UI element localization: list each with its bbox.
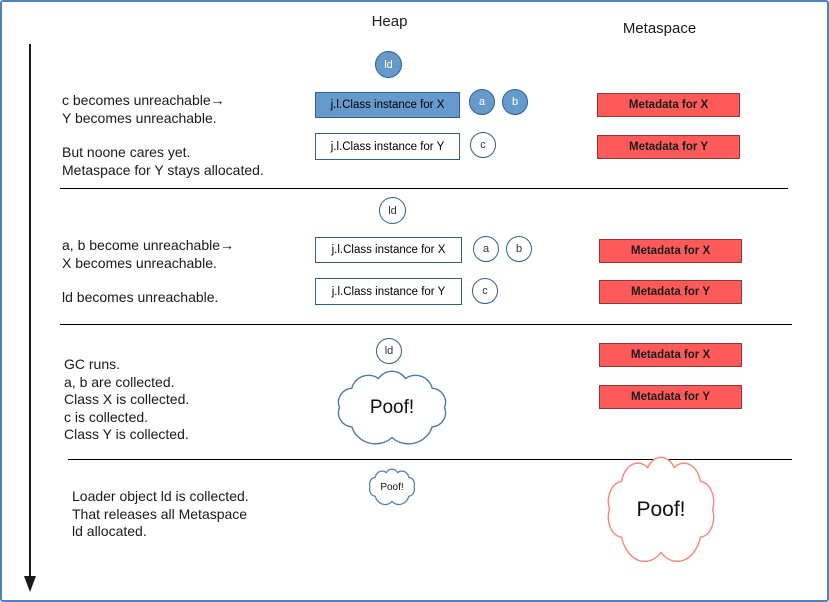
text-line: Metaspace for Y stays allocated. — [62, 161, 264, 178]
row1-ref-b-circle: b — [502, 89, 528, 115]
section-divider-2 — [60, 324, 792, 325]
heap-small-poof-cloud: Poof! — [366, 468, 418, 506]
section-divider-1 — [60, 188, 788, 189]
text-line: Class Y is collected. — [64, 426, 189, 442]
row2-ref-c-circle: c — [472, 278, 498, 304]
row2-metadata-x-box: Metadata for X — [599, 239, 742, 263]
heap-poof-cloud: Poof! — [330, 369, 454, 447]
heap-column-header: Heap — [371, 13, 408, 30]
row3-text-block: GC runs. a, b are collected. Class X is … — [64, 356, 189, 444]
row2-metadata-y-box: Metadata for Y — [599, 280, 742, 304]
poof-label: Poof! — [380, 481, 404, 493]
row1-metadata-x-box: Metadata for X — [597, 93, 740, 117]
cloud-icon — [330, 369, 454, 447]
cloud-icon — [366, 468, 418, 506]
text-line: c becomes unreachable→ — [62, 92, 225, 108]
row1-metadata-y-box: Metadata for Y — [597, 135, 740, 159]
row2-text-block-2: ld becomes unreachable. — [62, 289, 218, 307]
row1-ref-a-circle: a — [469, 89, 495, 115]
row2-text-block-1: a, b become unreachable→ X becomes unrea… — [62, 237, 234, 272]
text-line: ld allocated. — [72, 523, 147, 539]
poof-label: Poof! — [636, 498, 686, 521]
row1-text-block-2: But noone cares yet. Metaspace for Y sta… — [62, 144, 264, 179]
row2-loader-ld-circle: ld — [379, 197, 406, 224]
text-line: X becomes unreachable. — [62, 254, 217, 271]
row2-ref-b-circle: b — [506, 236, 532, 262]
text-line: GC runs. — [64, 356, 121, 372]
text-line: Loader object ld is collected. — [72, 488, 249, 504]
text-line: But noone cares yet. — [62, 144, 191, 160]
text-line: Y becomes unreachable. — [62, 109, 217, 126]
row4-text-block: Loader object ld is collected. That rele… — [72, 488, 249, 541]
text-line: ld becomes unreachable. — [62, 289, 219, 305]
row1-text-block-1: c becomes unreachable→ Y becomes unreach… — [62, 92, 225, 127]
text-line: a, b are collected. — [64, 373, 175, 390]
row3-metadata-x-box: Metadata for X — [599, 343, 742, 367]
text-line: a, b become unreachable→ — [62, 237, 234, 253]
text-line: That releases all Metaspace — [72, 505, 248, 522]
row1-ref-c-circle: c — [470, 132, 496, 158]
text-line: Class X is collected. — [64, 391, 190, 407]
row2-ref-a-circle: a — [473, 236, 499, 262]
row3-loader-ld-circle: ld — [376, 338, 402, 364]
row2-class-y-instance-box: j.l.Class instance for Y — [315, 278, 462, 305]
row1-loader-ld-circle: ld — [375, 51, 402, 78]
row2-class-x-instance-box: j.l.Class instance for X — [315, 237, 462, 263]
cloud-icon — [600, 454, 722, 566]
row1-class-y-instance-box: j.l.Class instance for Y — [315, 133, 460, 160]
section-divider-3 — [68, 459, 792, 460]
row1-class-x-instance-box: j.l.Class instance for X — [315, 92, 460, 118]
metaspace-poof-cloud: Poof! — [600, 454, 722, 566]
text-line: c is collected. — [64, 408, 149, 425]
row3-metadata-y-box: Metadata for Y — [599, 385, 742, 409]
metaspace-column-header: Metaspace — [622, 20, 697, 37]
poof-label: Poof! — [369, 397, 415, 418]
timeline-down-arrow-icon — [24, 44, 36, 592]
